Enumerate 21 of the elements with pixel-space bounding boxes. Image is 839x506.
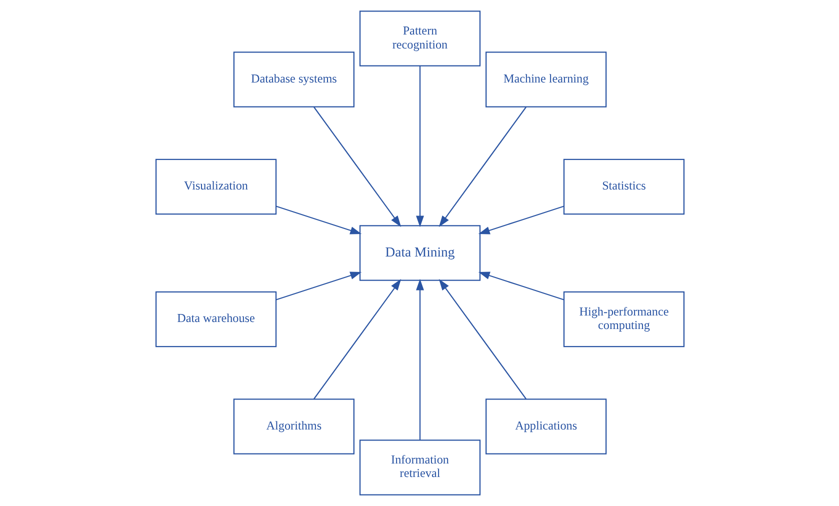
- node-box: Information retrieval: [358, 440, 480, 496]
- node-box: Visualization: [154, 158, 276, 215]
- arrow: [275, 206, 362, 234]
- node-box: Machine learning: [485, 52, 606, 108]
- node-box: Data Mining: [358, 225, 480, 281]
- node-box: Algorithms: [232, 398, 354, 454]
- arrow: [438, 278, 526, 400]
- node-box: High-performance computing: [562, 291, 684, 348]
- arrow: [478, 206, 564, 234]
- node-box: Pattern recognition: [358, 10, 480, 66]
- node-box: Statistics: [562, 158, 684, 215]
- arrow: [416, 66, 424, 228]
- arrow: [416, 278, 424, 440]
- node-box: Data warehouse: [154, 291, 276, 348]
- arrow: [275, 272, 362, 300]
- node-box: Applications: [485, 398, 606, 454]
- arrow: [478, 272, 564, 300]
- arrow: [438, 106, 526, 228]
- node-box: Database systems: [232, 52, 354, 108]
- arrow: [312, 278, 401, 400]
- arrow: [312, 106, 401, 228]
